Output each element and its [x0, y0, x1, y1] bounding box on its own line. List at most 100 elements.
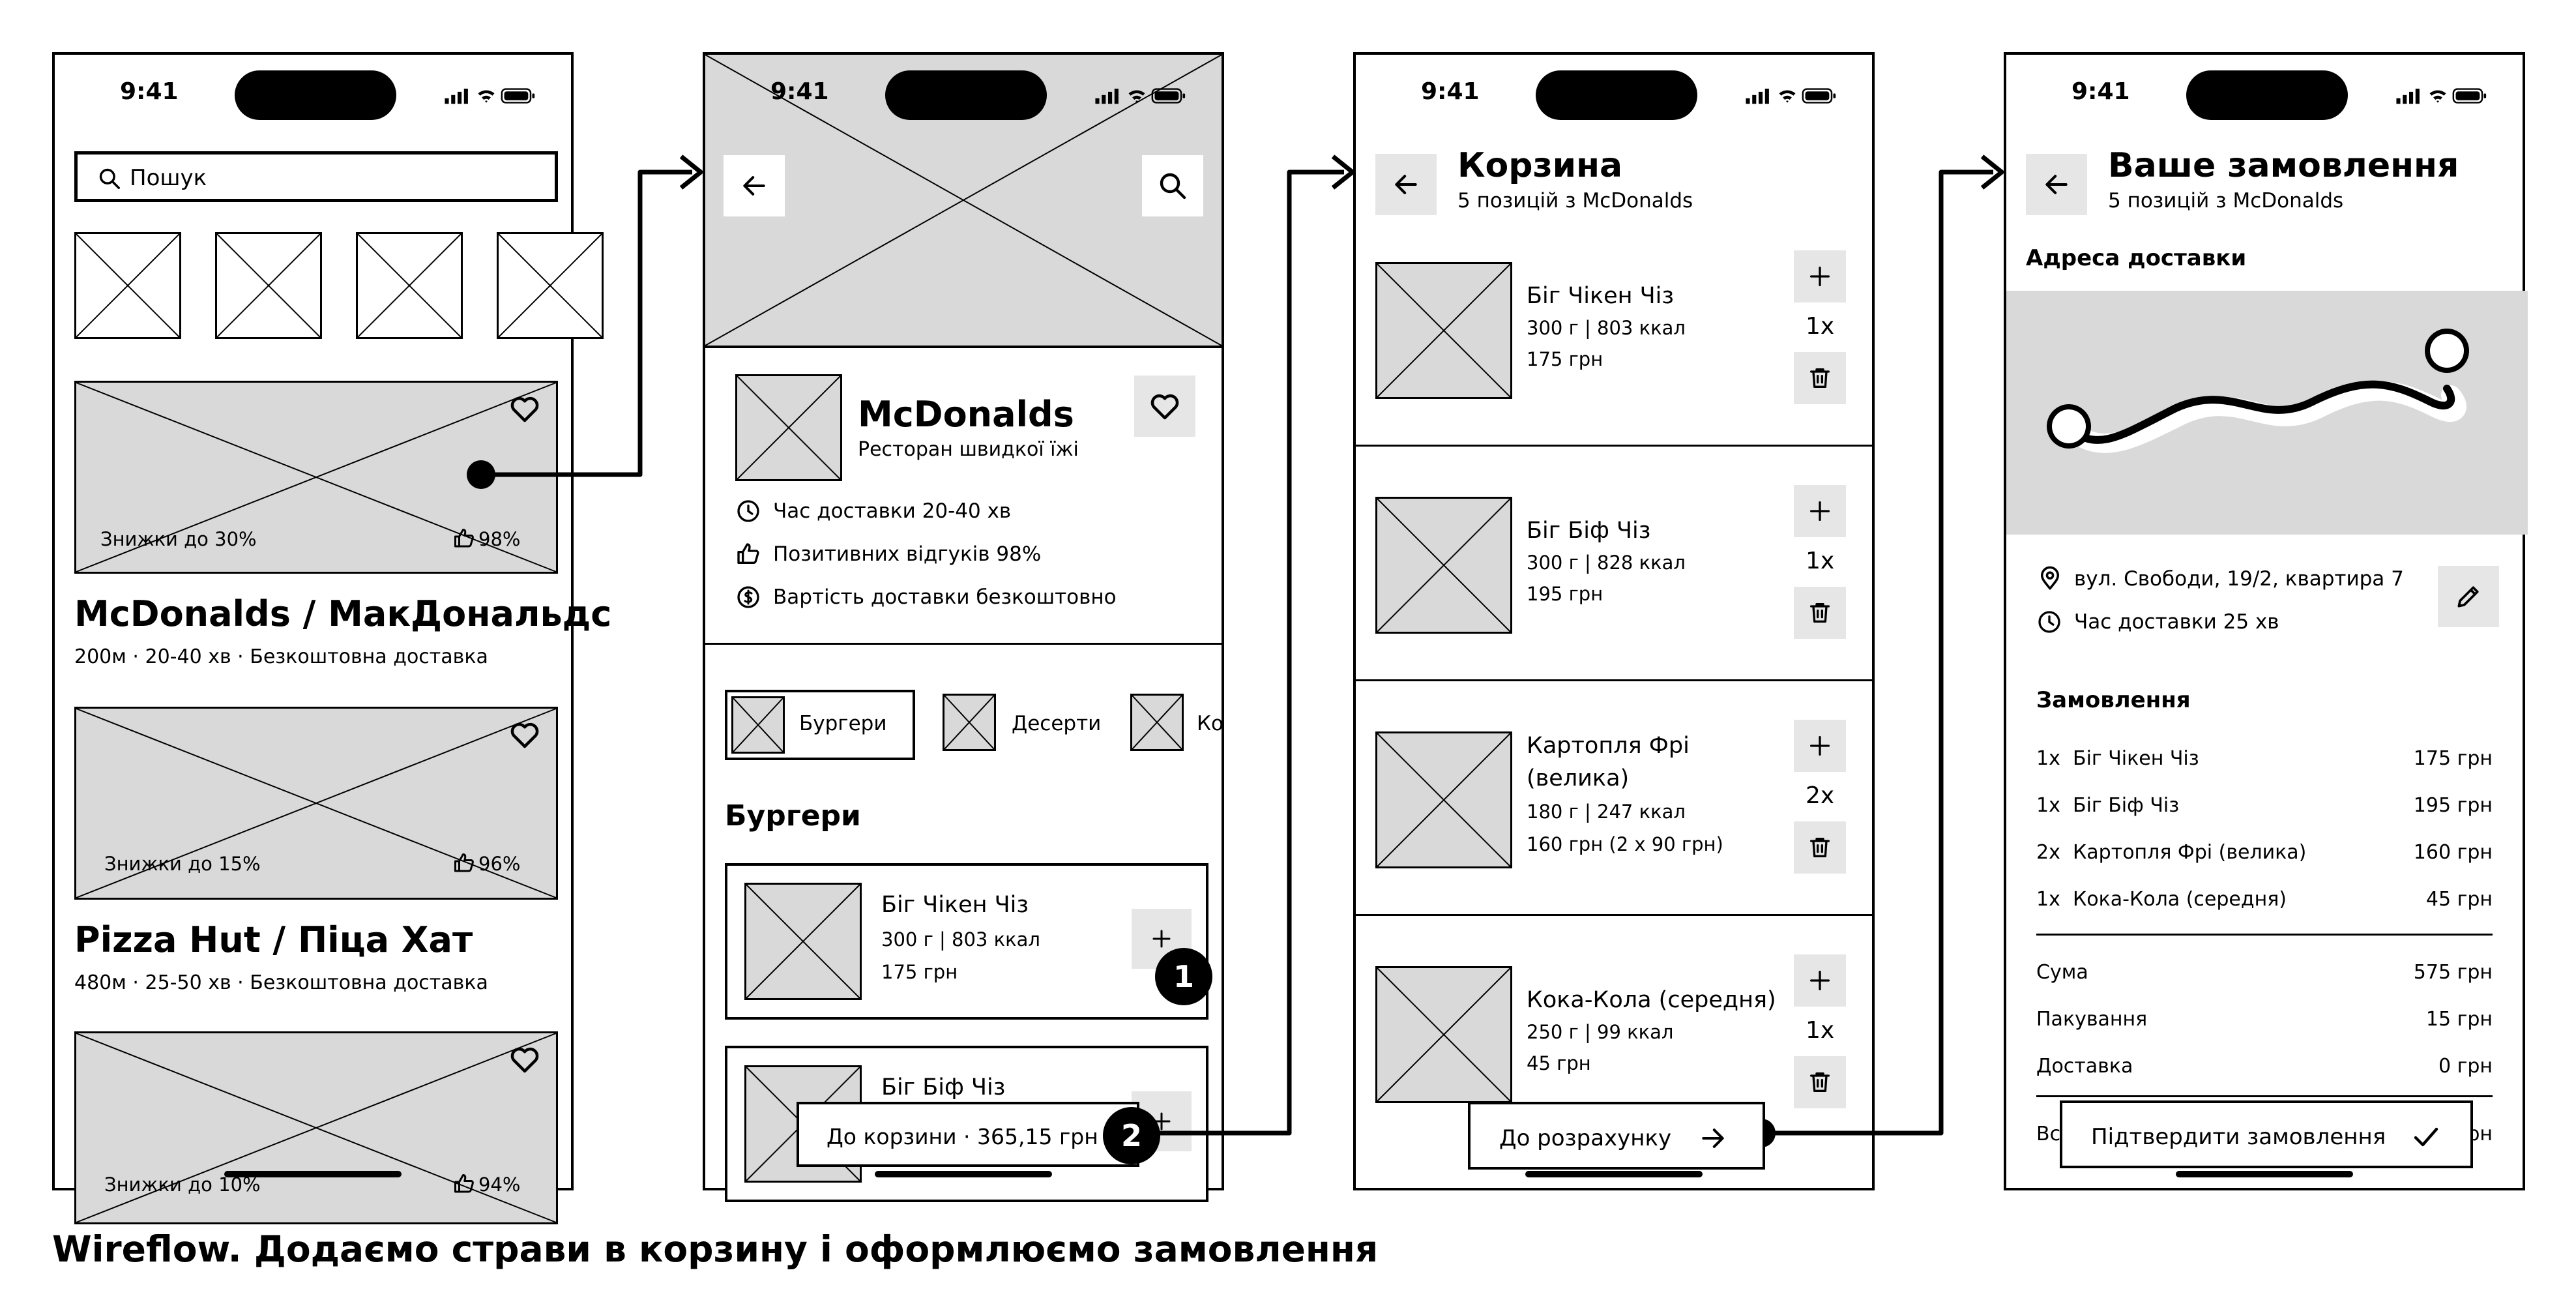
restaurant-name[interactable]: Pizza Hut / Піца Хат	[74, 919, 473, 960]
trash-icon	[1807, 600, 1833, 626]
screen-restaurant-menu: 9:41 McDonalds Ресторан швидкої їжі Час …	[703, 52, 1224, 1202]
delivery-address: вул. Свободи, 19/2, квартира 7	[2074, 567, 2404, 591]
remove-item-button[interactable]	[1794, 352, 1846, 404]
status-bar: 9:41	[1356, 55, 1872, 133]
reviews-info: Позитивних відгуків 98%	[773, 542, 1042, 566]
heart-icon[interactable]	[507, 717, 542, 752]
search-button[interactable]	[1142, 155, 1203, 216]
discount-label: Знижки до 15%	[104, 853, 261, 875]
cart-item-qty: 2x	[1806, 782, 1835, 809]
checkout-button[interactable]: До розрахунку	[1468, 1102, 1765, 1170]
delivery-map[interactable]	[2006, 291, 2528, 535]
cart-item-name: Картопля Фрі	[1527, 733, 1690, 759]
category-tab-thumb[interactable]	[943, 694, 996, 751]
status-icons	[2395, 86, 2487, 108]
restaurant-card-image[interactable]	[74, 381, 558, 574]
thumbs-up-icon	[452, 527, 476, 550]
trash-icon	[1807, 365, 1833, 391]
page-subtitle: 5 позицій з McDonalds	[2108, 189, 2344, 213]
status-icons	[1744, 86, 1837, 108]
cart-item-image	[1375, 966, 1512, 1103]
plus-icon	[1150, 927, 1173, 951]
cart-item-qty: 1x	[1806, 548, 1835, 574]
divider	[1356, 679, 1872, 681]
increase-qty-button[interactable]	[1794, 954, 1846, 1007]
restaurant-card-image[interactable]	[74, 1031, 558, 1224]
thumbs-up-icon	[452, 851, 476, 875]
order-line-price: 175 грн	[2413, 747, 2493, 770]
menu-item-image	[744, 883, 862, 1000]
edit-address-button[interactable]	[2438, 566, 2499, 627]
location-pin-icon	[2036, 565, 2064, 592]
confirm-order-button[interactable]: Підтвердити замовлення	[2060, 1100, 2473, 1168]
order-line-qty: 1x	[2036, 794, 2060, 817]
total-line-label: Доставка	[2036, 1055, 2133, 1078]
screen-cart: 9:41 Корзина 5 позицій з McDonalds Біг Ч…	[1353, 52, 1875, 1190]
search-input[interactable]: Пошук	[74, 151, 558, 202]
category-thumb[interactable]	[74, 232, 181, 339]
cart-item-name: Кока-Кола (середня)	[1527, 987, 1776, 1013]
category-tab-thumb	[731, 696, 785, 754]
category-tab-partial[interactable]: Ко	[1197, 712, 1223, 735]
increase-qty-button[interactable]	[1794, 485, 1846, 537]
restaurant-meta: 200м · 20-40 хв · Безкоштовна доставка	[74, 645, 488, 668]
wifi-icon	[1126, 86, 1148, 106]
trash-icon	[1807, 1069, 1833, 1095]
menu-item-name: Біг Чікен Чіз	[881, 892, 1029, 918]
rating-label: 98%	[478, 528, 521, 550]
category-tab-thumb[interactable]	[1130, 694, 1184, 751]
back-button[interactable]	[2026, 154, 2087, 215]
favorite-button[interactable]	[1134, 376, 1195, 437]
confirm-order-label: Підтвердити замовлення	[2091, 1124, 2386, 1150]
go-to-cart-button[interactable]: До корзини · 365,15 грн	[797, 1102, 1139, 1167]
cart-item-price: 160 грн (2 х 90 грн)	[1527, 833, 1723, 855]
wifi-icon	[1776, 86, 1798, 106]
increase-qty-button[interactable]	[1794, 250, 1846, 302]
cart-item-qty: 1x	[1806, 1017, 1835, 1044]
remove-item-button[interactable]	[1794, 587, 1846, 639]
restaurant-card-image[interactable]	[74, 707, 558, 900]
divider	[2036, 934, 2493, 936]
order-line-qty: 2x	[2036, 841, 2060, 864]
total-line-label: Сума	[2036, 961, 2088, 984]
search-icon	[97, 166, 122, 191]
category-thumb[interactable]	[497, 232, 604, 339]
status-time: 9:41	[1421, 78, 1480, 105]
menu-item-card[interactable]: Біг Чікен Чіз 300 г | 803 ккал 175 грн	[725, 863, 1208, 1020]
order-line-name: Біг Біф Чіз	[2073, 794, 2180, 817]
page-title: Ваше замовлення	[2108, 146, 2459, 185]
menu-item-meta: 300 г | 803 ккал	[881, 928, 1040, 951]
home-indicator	[224, 1171, 402, 1177]
back-button[interactable]	[724, 155, 785, 216]
restaurant-name[interactable]: McDonalds / МакДональдс	[74, 593, 612, 634]
category-tab-burgers[interactable]: Бургери	[725, 690, 915, 760]
order-line-price: 195 грн	[2413, 794, 2493, 817]
wifi-icon	[475, 86, 497, 106]
increase-qty-button[interactable]	[1794, 720, 1846, 772]
pencil-icon	[2454, 582, 2483, 611]
dynamic-island	[885, 70, 1047, 120]
checkout-label: До розрахунку	[1499, 1125, 1672, 1151]
cart-item-qty: 1x	[1806, 313, 1835, 340]
back-button[interactable]	[1375, 154, 1437, 215]
status-bar: 9:41	[2006, 55, 2523, 133]
cart-item-image	[1375, 262, 1512, 399]
heart-icon[interactable]	[507, 1042, 542, 1077]
dynamic-island	[235, 70, 396, 120]
category-thumb[interactable]	[215, 232, 322, 339]
remove-item-button[interactable]	[1794, 821, 1846, 874]
heart-icon[interactable]	[507, 391, 542, 426]
thumbs-up-icon	[452, 1172, 476, 1196]
battery-icon	[1802, 86, 1837, 106]
page-title: Корзина	[1457, 146, 1623, 185]
home-indicator	[875, 1171, 1052, 1177]
cart-item-name: Біг Біф Чіз	[1527, 518, 1651, 544]
search-icon	[1157, 170, 1188, 201]
category-thumb[interactable]	[356, 232, 463, 339]
order-line-qty: 1x	[2036, 888, 2060, 911]
status-time: 9:41	[770, 78, 829, 105]
delivery-cost-info: Вартість доставки безкоштовно	[773, 585, 1117, 609]
order-section-title: Замовлення	[2036, 687, 2191, 713]
remove-item-button[interactable]	[1794, 1056, 1846, 1108]
category-tab-desserts[interactable]: Десерти	[1012, 712, 1102, 735]
